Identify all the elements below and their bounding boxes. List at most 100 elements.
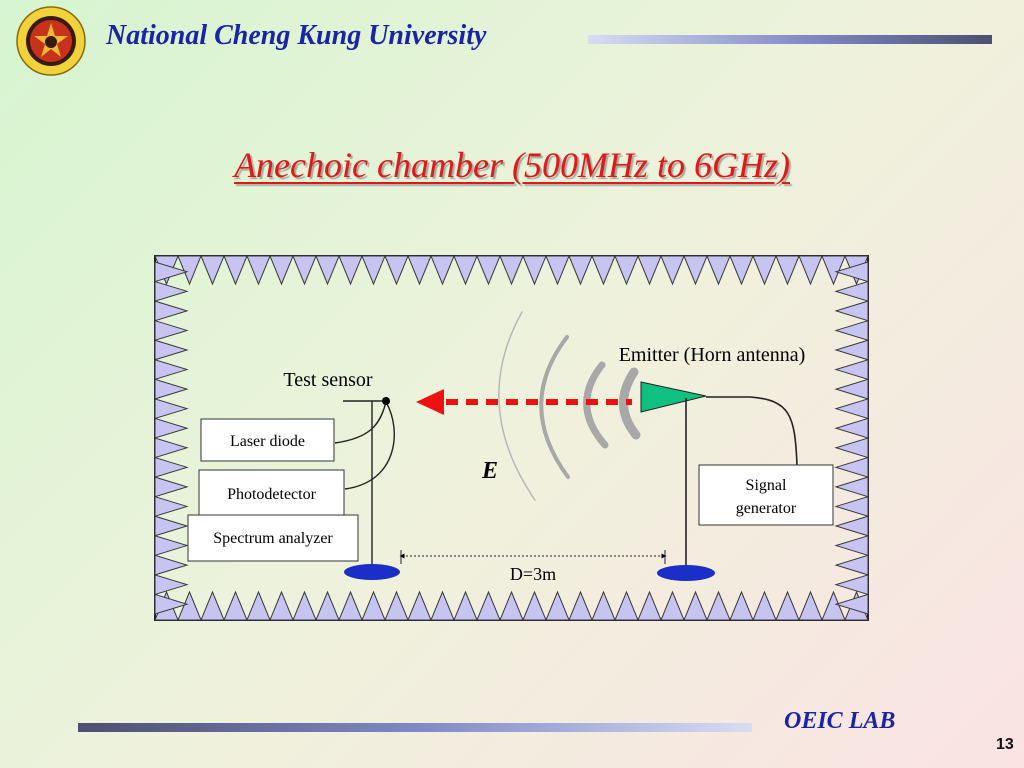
absorber-wedge bbox=[729, 590, 754, 621]
absorber-wedge bbox=[292, 590, 317, 621]
absorber-wedge bbox=[821, 255, 846, 286]
absorber-wedge bbox=[834, 515, 869, 537]
absorber-wedge bbox=[453, 255, 478, 286]
absorber-wedge bbox=[269, 590, 294, 621]
absorber-wedge bbox=[246, 255, 271, 286]
absorber-wedge bbox=[154, 535, 189, 557]
absorber-wedge bbox=[154, 515, 189, 537]
absorber-wedge bbox=[361, 590, 386, 621]
absorber-wedge bbox=[338, 255, 363, 286]
absorber-wedge bbox=[834, 574, 869, 596]
absorber-wedge bbox=[591, 255, 616, 286]
absorber-wedge bbox=[154, 495, 189, 517]
photodetector-box bbox=[198, 469, 345, 517]
distance-label: D=3m bbox=[510, 564, 556, 584]
absorber-wedge bbox=[430, 590, 455, 621]
absorber-wedge bbox=[775, 255, 800, 286]
absorber-wedge bbox=[834, 319, 869, 341]
absorber-wedge bbox=[660, 590, 685, 621]
page-number: 13 bbox=[996, 736, 1014, 753]
absorber-wedge bbox=[453, 590, 478, 621]
absorber-wedge bbox=[499, 590, 524, 621]
absorber-wedge bbox=[798, 590, 823, 621]
absorber-wedge bbox=[614, 255, 639, 286]
absorber-wedge bbox=[407, 255, 432, 286]
absorber-wedge bbox=[154, 437, 189, 459]
absorber-wedge bbox=[706, 255, 731, 286]
absorber-wedge bbox=[775, 590, 800, 621]
emitter-label: Emitter (Horn antenna) bbox=[619, 344, 806, 366]
sensor-head bbox=[382, 397, 390, 405]
absorber-wedge bbox=[834, 476, 869, 498]
absorber-wedge bbox=[223, 255, 248, 286]
absorber-wedge bbox=[545, 590, 570, 621]
absorber-wedge bbox=[834, 280, 869, 302]
university-name: National Cheng Kung University bbox=[106, 20, 487, 51]
absorber-wedge bbox=[637, 590, 662, 621]
signal-generator-box bbox=[698, 464, 834, 526]
absorber-wedge bbox=[154, 378, 189, 400]
emitter-base bbox=[657, 565, 715, 581]
absorber-wedge bbox=[660, 255, 685, 286]
absorber-wedge bbox=[384, 255, 409, 286]
absorber-wedge bbox=[154, 554, 189, 576]
sensor-base bbox=[344, 564, 400, 580]
absorber-wedge bbox=[154, 319, 189, 341]
photodetector-label: Photodetector bbox=[227, 486, 317, 503]
absorber-wedge bbox=[568, 590, 593, 621]
spectrum-analyzer-box bbox=[187, 514, 359, 562]
absorber-wedge bbox=[683, 255, 708, 286]
absorber-wedge bbox=[154, 280, 189, 302]
absorber-wedge bbox=[522, 255, 547, 286]
spectrum-analyzer-label: Spectrum analyzer bbox=[213, 530, 333, 547]
e-field-label: E bbox=[481, 458, 498, 484]
absorber-wedge bbox=[614, 590, 639, 621]
laser-diode-label: Laser diode bbox=[230, 433, 305, 450]
absorber-wedge bbox=[154, 417, 189, 439]
absorber-wedge bbox=[200, 255, 225, 286]
absorber-wedge bbox=[834, 261, 869, 283]
absorber-wedge bbox=[591, 590, 616, 621]
absorber-wedge bbox=[154, 574, 189, 596]
absorber-wedge bbox=[834, 437, 869, 459]
lab-name: OEIC LAB bbox=[784, 708, 896, 734]
absorber-wedge bbox=[292, 255, 317, 286]
absorber-wedge bbox=[637, 255, 662, 286]
university-seal-logo bbox=[16, 6, 86, 76]
absorber-wedge bbox=[499, 255, 524, 286]
absorber-wedge bbox=[545, 255, 570, 286]
absorber-wedge bbox=[476, 255, 501, 286]
signal-generator-label-line1: Signal bbox=[746, 477, 787, 494]
absorber-wedge bbox=[223, 590, 248, 621]
slide-title: Anechoic chamber (500MHz to 6GHz) bbox=[234, 145, 790, 185]
wave-arcs bbox=[498, 311, 641, 501]
absorber-wedge bbox=[476, 590, 501, 621]
absorber-wedge bbox=[522, 590, 547, 621]
absorber-wedge bbox=[834, 359, 869, 381]
absorber-wedge bbox=[269, 255, 294, 286]
rf-absorber-wedges bbox=[154, 255, 869, 621]
absorber-wedge bbox=[177, 255, 202, 286]
absorber-wedge bbox=[706, 590, 731, 621]
absorber-wedge bbox=[834, 554, 869, 576]
absorber-wedge bbox=[154, 593, 189, 615]
absorber-wedge bbox=[834, 593, 869, 615]
absorber-wedge bbox=[752, 255, 777, 286]
absorber-wedge bbox=[177, 590, 202, 621]
absorber-wedge bbox=[315, 590, 340, 621]
absorber-wedge bbox=[361, 255, 386, 286]
absorber-wedge bbox=[430, 255, 455, 286]
absorber-wedge bbox=[384, 590, 409, 621]
absorber-wedge bbox=[154, 261, 189, 283]
absorber-wedge bbox=[154, 456, 189, 478]
absorber-wedge bbox=[798, 255, 823, 286]
absorber-wedge bbox=[834, 398, 869, 420]
test-sensor bbox=[334, 400, 395, 566]
absorber-wedge bbox=[834, 495, 869, 517]
horn-antenna bbox=[640, 381, 707, 413]
absorber-wedge bbox=[154, 359, 189, 381]
laser-diode-box bbox=[200, 418, 335, 462]
test-sensor-label: Test sensor bbox=[283, 369, 372, 391]
absorber-wedge bbox=[834, 300, 869, 322]
